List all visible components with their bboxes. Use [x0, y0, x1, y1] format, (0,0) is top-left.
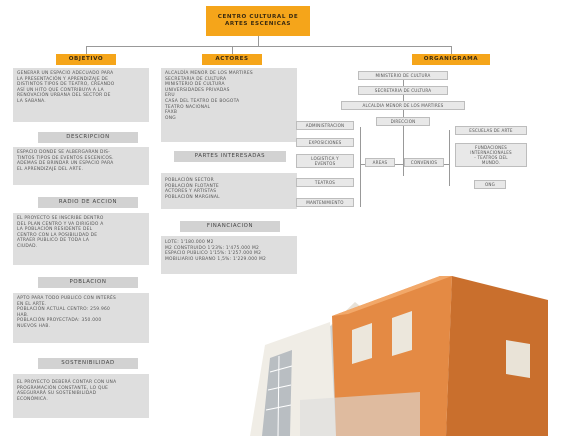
actores-header: ACTORES [202, 54, 262, 65]
org-secretaria: SECRETARIA DE CULTURA [358, 86, 448, 95]
financiacion-header: FINANCIACION [180, 221, 280, 232]
partes-header: PARTES INTERESADAS [174, 151, 286, 162]
org-alcaldia: ALCALDIA MENOR DE LOS MARTIRES [341, 101, 465, 110]
organigrama-connector [451, 46, 452, 54]
radio-header: RADIO DE ACCION [38, 197, 138, 208]
org-teatros: TEATROS [296, 178, 354, 187]
poblacion-header: POBLACION [38, 277, 138, 288]
objetivo-connector [86, 46, 87, 54]
org-areas: AREAS [365, 158, 395, 167]
organigrama-header: ORGANIGRAMA [412, 54, 490, 65]
page-title: CENTRO CULTURAL DE ARTES ESCENICAS [206, 6, 310, 36]
left-branch-line [360, 127, 361, 207]
org-administracion: ADMINISTRACION [296, 121, 354, 130]
title-connector [258, 36, 259, 46]
chain-connector [403, 78, 404, 176]
descripcion-panel: ESPACIO DONDE SE ALBERGARAN DIS-TINTOS T… [13, 147, 149, 185]
top-connector [86, 46, 451, 47]
sostenibilidad-header: SOSTENIBILIDAD [38, 358, 138, 369]
descripcion-header: DESCRIPCION [38, 132, 138, 143]
org-escuelas: ESCUELAS DE ARTE [455, 126, 527, 135]
actores-connector [232, 46, 233, 54]
org-convenios: CONVENIOS [404, 158, 444, 167]
org-mantenimiento: MANTENIMIENTO [296, 198, 354, 207]
org-direccion: DIRECCION [376, 117, 430, 126]
org-ministerio: MINISTERIO DE CULTURA [358, 71, 448, 80]
org-ong: ONG [474, 180, 506, 189]
org-exposiciones: EXPOSICIONES [296, 138, 354, 147]
objetivo-header: OBJETIVO [56, 54, 116, 65]
right-branch-line [449, 130, 450, 186]
